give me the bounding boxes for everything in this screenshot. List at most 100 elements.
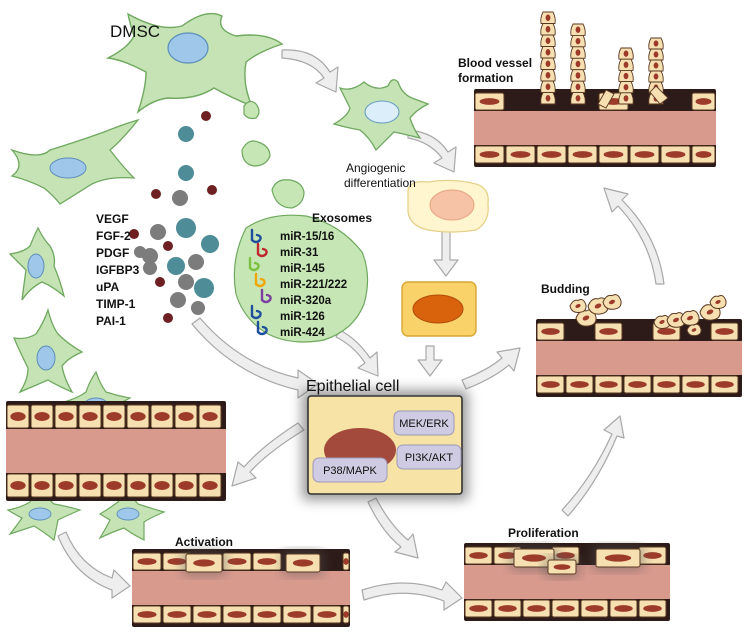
angiogenic-label-1: Angiogenic (346, 161, 405, 175)
particle (207, 185, 217, 195)
arrow-stem-to-differentiation (407, 129, 457, 173)
growth-factor-item: IGFBP3 (96, 263, 140, 277)
mirna-icon (256, 320, 268, 336)
particle (170, 292, 186, 308)
particle (201, 111, 211, 121)
arrow-proliferation-to-budding (561, 415, 625, 517)
flow-arrows (57, 49, 665, 611)
particle (176, 218, 196, 238)
dmsc-label: DMSC (110, 22, 160, 41)
arrow-factors-to-epithelial (191, 317, 319, 399)
pathway-mek-erk (393, 410, 455, 436)
arrow-epithelial-to-activation (231, 422, 305, 487)
pathway-pi3k-akt (396, 444, 462, 470)
particle (151, 189, 161, 199)
endothelial-progenitor-cell (401, 281, 477, 337)
mirna-item: miR-31 (280, 247, 319, 259)
vessel-blood-formation (474, 89, 716, 167)
arrow-budding-to-vessel (603, 187, 665, 285)
growth-factor-item: PDGF (96, 246, 129, 260)
particle (191, 301, 205, 315)
particle (178, 274, 194, 290)
vesicle-large (271, 179, 305, 209)
budding-label: Budding (541, 282, 590, 296)
mirna-icon (256, 242, 268, 258)
mirna-icon (248, 256, 260, 272)
arrow-activation-to-proliferation (361, 581, 463, 611)
differentiating-cell (407, 179, 489, 233)
vesicle-small (243, 100, 260, 120)
blood-vessel-formation-label-2: formation (458, 71, 513, 85)
particle (150, 224, 166, 240)
arrow-left-cells-to-activation (57, 531, 131, 599)
mirna-item: miR-424 (280, 327, 325, 339)
mirna-item: miR-320a (280, 295, 332, 307)
epithelial-cell (302, 390, 468, 500)
sprout (540, 11, 556, 105)
arrow-exosomes-to-epithelial (335, 329, 379, 377)
particle (194, 278, 214, 298)
activation-label: Activation (175, 535, 233, 549)
particle (155, 277, 165, 287)
growth-factor-item: FGF-2 (96, 229, 131, 243)
left-stem-cell-1 (9, 118, 140, 205)
mirna-icon (254, 272, 266, 288)
epithelial-cell-label: Epithelial cell (306, 378, 399, 395)
pathway-label-mek-erk: MEK/ERK (399, 418, 449, 430)
mirna-item: miR-145 (280, 263, 325, 275)
pathway-label-pi3k-akt: PI3K/AKT (405, 452, 454, 464)
particle (163, 313, 173, 323)
exosome-cluster (233, 214, 369, 343)
secreted-vesicles (233, 100, 369, 343)
mirna-icons (248, 228, 272, 336)
growth-factor-item: PAI-1 (96, 314, 126, 328)
budding-cells (569, 294, 727, 337)
dmsc-cell (105, 12, 284, 115)
growth-factor-particles (129, 111, 219, 323)
exosomes-label: Exosomes (312, 211, 372, 225)
particle (188, 254, 204, 270)
mirna-icon (260, 288, 272, 304)
growth-factor-item: TIMP-1 (96, 297, 136, 311)
particle (178, 126, 194, 142)
pathway-p38-mapk (312, 457, 388, 483)
particle (178, 165, 194, 181)
growth-factor-item: VEGF (96, 212, 129, 226)
particle (143, 261, 157, 275)
particle (172, 190, 188, 206)
mirna-item: miR-15/16 (280, 231, 334, 243)
particle (163, 241, 173, 251)
arrow-epithelial-to-budding (461, 347, 521, 390)
particle (129, 229, 139, 239)
mirna-list: miR-15/16 miR-31 miR-145 miR-221/222 miR… (280, 231, 347, 339)
left-stem-cell-2 (8, 226, 66, 301)
growth-factor-item: uPA (96, 280, 119, 294)
mirna-item: miR-221/222 (280, 279, 347, 291)
left-stem-cell-3 (12, 307, 84, 394)
mirna-item: miR-126 (280, 311, 325, 323)
angiogenic-label-2: differentiation (344, 176, 416, 190)
small-stem-cell (332, 79, 430, 152)
sprout (618, 47, 634, 105)
mirna-icon (250, 304, 262, 320)
vessel-sprouts (183, 11, 669, 577)
arrow-celltype-to-epithelial (417, 345, 443, 377)
pathway-label-p38-mapk: P38/MAPK (323, 465, 377, 477)
vessel-initial (6, 401, 226, 501)
vessel-budding (536, 319, 742, 397)
blood-vessel-formation-label-1: Blood vessel (458, 56, 532, 70)
particle (167, 257, 185, 275)
particle (201, 235, 219, 253)
proliferation-label: Proliferation (508, 526, 579, 540)
arrow-epithelial-to-proliferation (367, 497, 419, 559)
mirna-icon (250, 228, 262, 244)
sprout (570, 23, 586, 105)
growth-factor-list: VEGF FGF-2 PDGF IGFBP3 uPA TIMP-1 PAI-1 (96, 212, 140, 328)
particle (134, 246, 146, 258)
arrow-dmsc-to-stem (281, 49, 339, 93)
vessels (6, 89, 742, 627)
vesicle-medium (241, 140, 271, 167)
arrow-differentiation-down (433, 229, 459, 277)
